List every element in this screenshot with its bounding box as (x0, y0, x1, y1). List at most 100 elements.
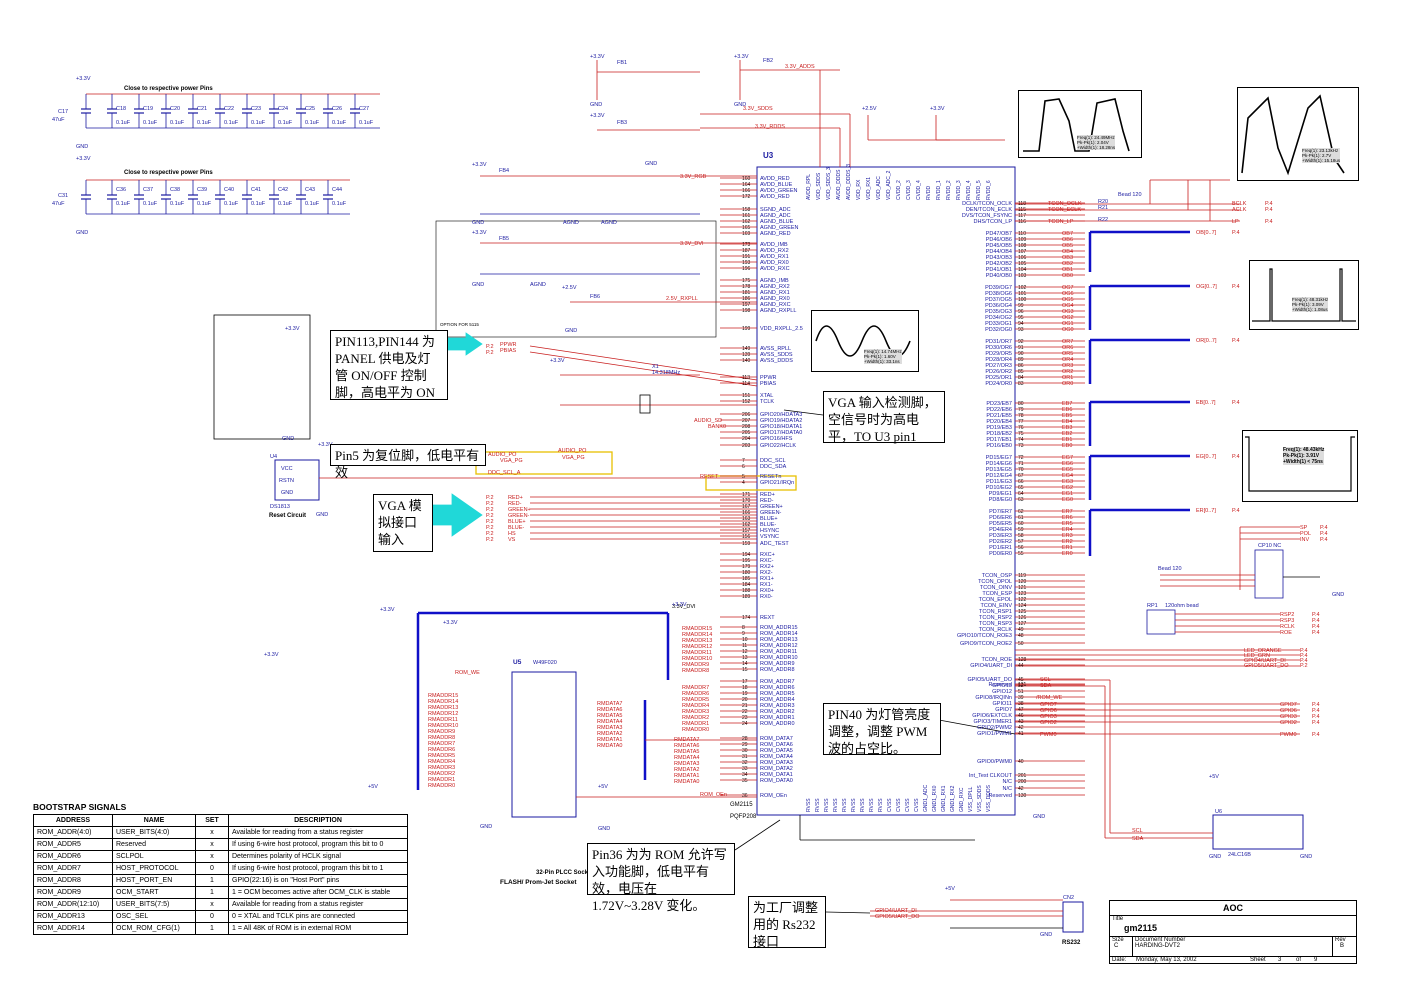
u3-pin-name: PD1/ER1 (989, 545, 1012, 551)
u3-pin-name: PD17/EB1 (986, 437, 1012, 443)
net-label: RMDATA4 (674, 755, 699, 761)
page-ref: P.4 (1232, 230, 1240, 236)
size-value: C (1114, 943, 1119, 949)
u3-pin-name: GREEN- (760, 510, 782, 516)
u3-ref: U3 (763, 151, 774, 160)
u3-pin-name: TCON_RSP2 (979, 615, 1012, 621)
net-label: RMDATA6 (597, 707, 622, 713)
u3-pin-name: RX0- (760, 594, 773, 600)
u3-pin-number: 208 (742, 424, 751, 430)
u3-pin-number: 197 (742, 302, 751, 308)
cap-ref: C19 (143, 106, 153, 112)
u3-pin-number: 185 (742, 576, 751, 582)
bootstrap-title: BOOTSTRAP SIGNALS (33, 802, 127, 812)
cap-value: 47uF (52, 117, 65, 123)
u3-pin-number: 199 (742, 326, 751, 332)
u3-pin-name: AGND_BLUE (760, 219, 794, 225)
note-text: RS232 (1062, 940, 1081, 946)
bootstrap-cell: OCM_START (112, 886, 196, 899)
u3-pin-number: 21 (742, 703, 748, 709)
net-label: RMADDR4 (428, 759, 455, 765)
net-label: OR4 (1062, 357, 1073, 363)
u3-pin-name: PD28/OR4 (985, 357, 1012, 363)
title-label: Title (1112, 916, 1124, 922)
u3-pin-number: 173 (742, 242, 751, 248)
u3-pin-name: PD39/OG7 (985, 285, 1012, 291)
net-label: RMDATA0 (597, 743, 622, 749)
cap-ref: C27 (359, 106, 369, 112)
u3-part: GM2115 (730, 802, 753, 808)
cap-ref: C20 (170, 106, 180, 112)
u3-pin-name: AGND_RXPLL (760, 308, 796, 314)
u4-pin: RSTN (279, 478, 294, 484)
page-ref: P.2 (486, 525, 494, 531)
u3-pin-name: GPIO5/UART_DO (967, 677, 1012, 683)
u3-top-pin: RVDD (926, 186, 932, 200)
net-label: OB4 (1062, 249, 1073, 255)
u3-pin-number: 38 (1018, 701, 1024, 707)
bootstrap-cell: x (195, 898, 229, 911)
bootstrap-cell: ROM_ADDR(12:10) (33, 898, 113, 911)
u3-pin-number: 15 (742, 667, 748, 673)
u3-pin-number: 184 (742, 582, 751, 588)
rail-label: 3.3V_RDDS (755, 124, 785, 130)
net-label: SDA (1132, 836, 1144, 842)
u3-pin-number: 40 (1018, 759, 1024, 765)
u3-pin-number: 50 (1018, 641, 1024, 647)
u3-pin-number: 131 (1018, 682, 1027, 688)
u3-pin-number: 121 (1018, 585, 1027, 591)
u3-pin-number: 45 (1018, 677, 1024, 683)
bootstrap-cell: Determines polarity of HCLK signal (228, 850, 408, 863)
net-label: RMADDR0 (682, 727, 709, 733)
u3-pin-number: 204 (742, 436, 751, 442)
u3-pin-name: PD7/ER7 (989, 509, 1012, 515)
u3-bottom-pin: CVSS (896, 798, 902, 812)
net-label: OG3 (1062, 309, 1074, 315)
page-ref: P.4 (1312, 702, 1320, 708)
u3-pin-number: 61 (1018, 515, 1024, 521)
cap-ref: C36 (116, 187, 126, 193)
u3-pin-number: 60 (1018, 521, 1024, 527)
u3-pin-number: 13 (742, 655, 748, 661)
ferrite-bead-ref: FB4 (499, 168, 509, 174)
u3-pin-name: PD27/OR3 (985, 363, 1012, 369)
cap-value: 0.1uF (224, 120, 239, 126)
u3-pin-number: 162 (742, 522, 751, 528)
page-ref: P.4 (1312, 732, 1320, 738)
u3-pin-number: 187 (742, 248, 751, 254)
u3-pin-name: PD2/ER2 (989, 539, 1012, 545)
u3-pin-number: 46 (1018, 713, 1024, 719)
bootstrap-cell: SCLPOL (112, 850, 196, 863)
supply-label: +5V (945, 886, 955, 892)
net-label: SDA (1040, 683, 1052, 689)
u3-pin-name: DHS/TCON_LP (973, 219, 1012, 225)
cap-value: 0.1uF (251, 201, 266, 207)
u3-pin-number: 20 (742, 697, 748, 703)
page-ref: P.4 (1312, 612, 1320, 618)
gnd-label: GND (1300, 854, 1312, 860)
u3-bottom-pin: RVSS (833, 798, 839, 812)
u3-pin-name: N/C (1003, 779, 1013, 785)
u3-pin-name: GPIO10/TCON_ROE3 (957, 633, 1012, 639)
u3-pin-name: PD45/OB5 (986, 243, 1012, 249)
u3-pin-name: GPIO20/HDATA3 (760, 412, 802, 418)
u3-bottom-pin: RVSS (860, 798, 866, 812)
u3-pin-number: 171 (742, 492, 751, 498)
u3-pin-number: 125 (1018, 609, 1027, 615)
net-label: RMADDR12 (682, 644, 712, 650)
net-label: OB6 (1062, 237, 1073, 243)
u3-pin-name: N/C (1003, 786, 1013, 792)
u3-pin-name: TCON_RSP3 (979, 621, 1012, 627)
bootstrap-cell: USER_BITS(7:5) (112, 898, 196, 911)
note-text: Close to respective power Pins (124, 170, 213, 176)
net-label: EB6 (1062, 407, 1072, 413)
cp10-ref: CP10 NC (1258, 543, 1281, 549)
supply-label: +3.3V (264, 652, 279, 658)
u3-pin-number: 47 (1018, 707, 1024, 713)
cap-value: 0.1uF (170, 201, 185, 207)
u3-pin-name: AVSS_SDDS (760, 352, 793, 358)
bootstrap-cell: USER_BITS(4:0) (112, 826, 196, 839)
u3-pin-name: ROM_DATA1 (760, 772, 793, 778)
u3-pin-name: RX1- (760, 582, 773, 588)
net-label: EG7 (1062, 455, 1073, 461)
